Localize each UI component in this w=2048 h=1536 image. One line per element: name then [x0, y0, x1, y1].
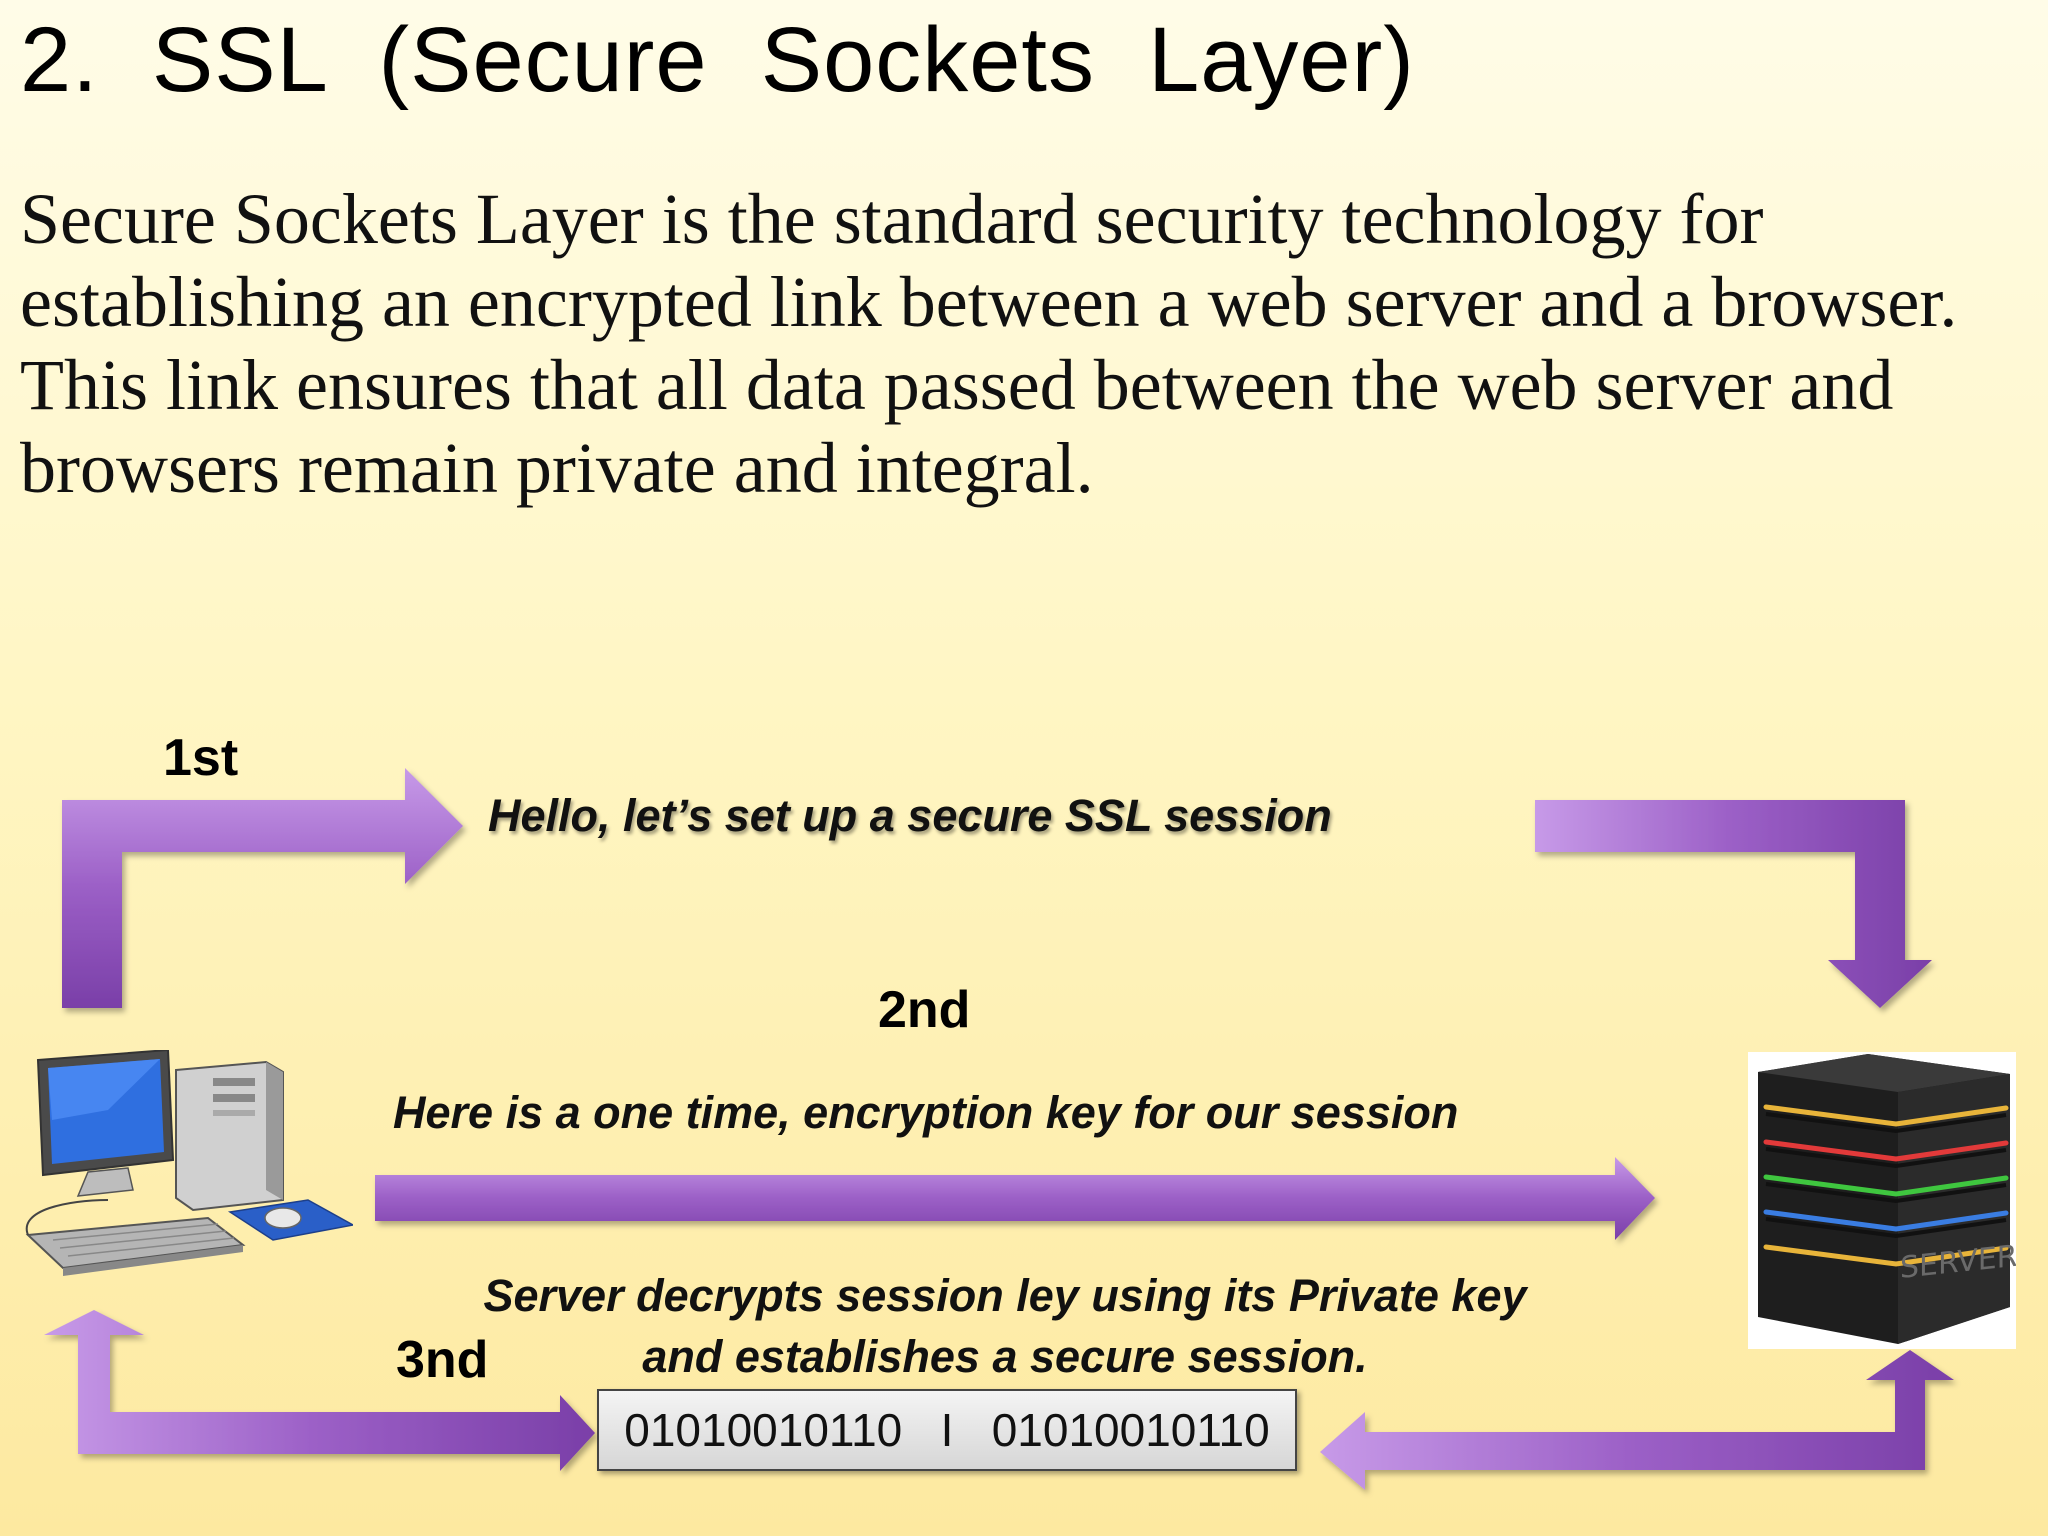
server-tower-icon: SERVER [1748, 1052, 2018, 1349]
step-2-label: 2nd [878, 981, 971, 1039]
body-paragraph: Secure Sockets Layer is the standard sec… [20, 179, 1958, 342]
step-3-message-line: Server decrypts session ley using its Pr… [483, 1270, 1527, 1321]
arrow-step3-right [1320, 1350, 1954, 1490]
step-1-message: Hello, let’s set up a secure SSL session [488, 790, 1332, 841]
step-1-label: 1st [163, 729, 239, 787]
step-3-message: Server decrypts session ley using its Pr… [430, 1265, 1580, 1387]
slide-body: Secure Sockets Layer is the standard sec… [20, 178, 2030, 510]
arrow-step2 [375, 1157, 1655, 1240]
arrow-step3-left [44, 1310, 595, 1471]
step-3-message-line: and establishes a secure session. [642, 1331, 1368, 1382]
arrow-step1-left [62, 768, 463, 1008]
step-3-label: 3nd [396, 1331, 489, 1389]
encrypted-data-box: 01010010110 I 01010010110 [597, 1389, 1297, 1471]
step-2-message: Here is a one time, encryption key for o… [393, 1087, 1459, 1138]
arrow-step1-right [1535, 800, 1932, 1008]
desktop-computer-icon [8, 1048, 356, 1285]
slide-title: 2. SSL (Secure Sockets Layer) [20, 9, 1415, 111]
body-paragraph: This link ensures that all data passed b… [20, 345, 1894, 508]
